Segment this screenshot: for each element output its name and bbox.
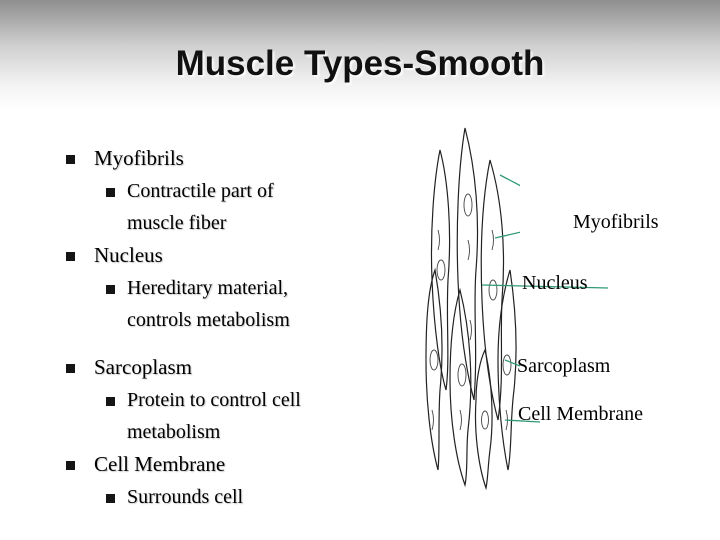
sub-bullet-text: controls metabolism <box>127 309 290 331</box>
square-bullet-icon <box>106 285 115 294</box>
bullet-sarcoplasm-text: Sarcoplasm <box>94 355 192 379</box>
label-nucleus: Nucleus <box>522 272 588 294</box>
sub-bullet-sarcoplasm: Protein to control cell metabolism <box>66 384 366 448</box>
cell-nucleus <box>488 279 498 301</box>
sub-bullet-cell-membrane: Surrounds cell <box>66 481 366 513</box>
smooth-muscle-cells-illustration <box>425 127 520 490</box>
square-bullet-icon <box>66 461 75 470</box>
square-bullet-icon <box>106 188 115 197</box>
square-bullet-icon <box>66 155 75 164</box>
muscle-cell-outline <box>474 348 493 490</box>
label-myofibrils: Myofibrils <box>573 211 659 233</box>
sub-bullet-text: muscle fiber <box>127 212 227 234</box>
label-sarcoplasm: Sarcoplasm <box>517 355 611 377</box>
cell-nucleus <box>481 410 489 430</box>
sub-bullet-text: Surrounds cell <box>127 486 244 508</box>
square-bullet-icon <box>106 397 115 406</box>
cell-nucleus <box>463 193 473 217</box>
cell-nucleus <box>429 349 439 371</box>
label-cell-membrane: Cell Membrane <box>518 403 643 425</box>
muscle-cell-outline <box>480 159 505 421</box>
bullet-nucleus-text: Nucleus <box>94 243 163 267</box>
myofibril-lines <box>431 229 508 431</box>
leader-line-myofibrils-a <box>499 174 520 187</box>
bullet-sarcoplasm: Sarcoplasm <box>66 351 366 384</box>
leader-line-myofibrils-b <box>494 231 520 239</box>
bullet-cell-membrane: Cell Membrane <box>66 448 366 481</box>
bullet-cell-membrane-text: Cell Membrane <box>94 452 226 476</box>
bullet-nucleus: Nucleus <box>66 239 366 272</box>
muscle-cell-outline <box>456 127 479 401</box>
sub-bullet-text: Hereditary material, <box>127 277 289 299</box>
sub-bullet-nucleus: Hereditary material, controls metabolism <box>66 272 366 336</box>
square-bullet-icon <box>66 252 75 261</box>
muscle-cell-outline <box>449 287 472 488</box>
bullet-myofibrils-text: Myofibrils <box>94 146 184 170</box>
sub-bullet-myofibrils: Contractile part of muscle fiber <box>66 175 366 239</box>
square-bullet-icon <box>106 494 115 503</box>
sub-bullet-text: Protein to control cell <box>127 389 301 411</box>
cell-nucleus <box>436 259 446 281</box>
label-leader-lines <box>494 174 520 239</box>
sub-bullet-text: Contractile part of <box>127 180 274 202</box>
muscle-cell-outline <box>430 149 451 391</box>
bullet-list: Myofibrils Contractile part of muscle fib… <box>66 142 366 513</box>
sub-bullet-text: metabolism <box>127 421 221 443</box>
cell-nucleus <box>502 354 512 376</box>
square-bullet-icon <box>66 364 75 373</box>
muscle-cell-outline <box>497 269 517 471</box>
cell-nucleus <box>457 363 467 387</box>
slide-title: Muscle Types-Smooth <box>175 44 545 83</box>
bullet-myofibrils: Myofibrils <box>66 142 366 175</box>
muscle-cell-outline <box>425 267 443 471</box>
